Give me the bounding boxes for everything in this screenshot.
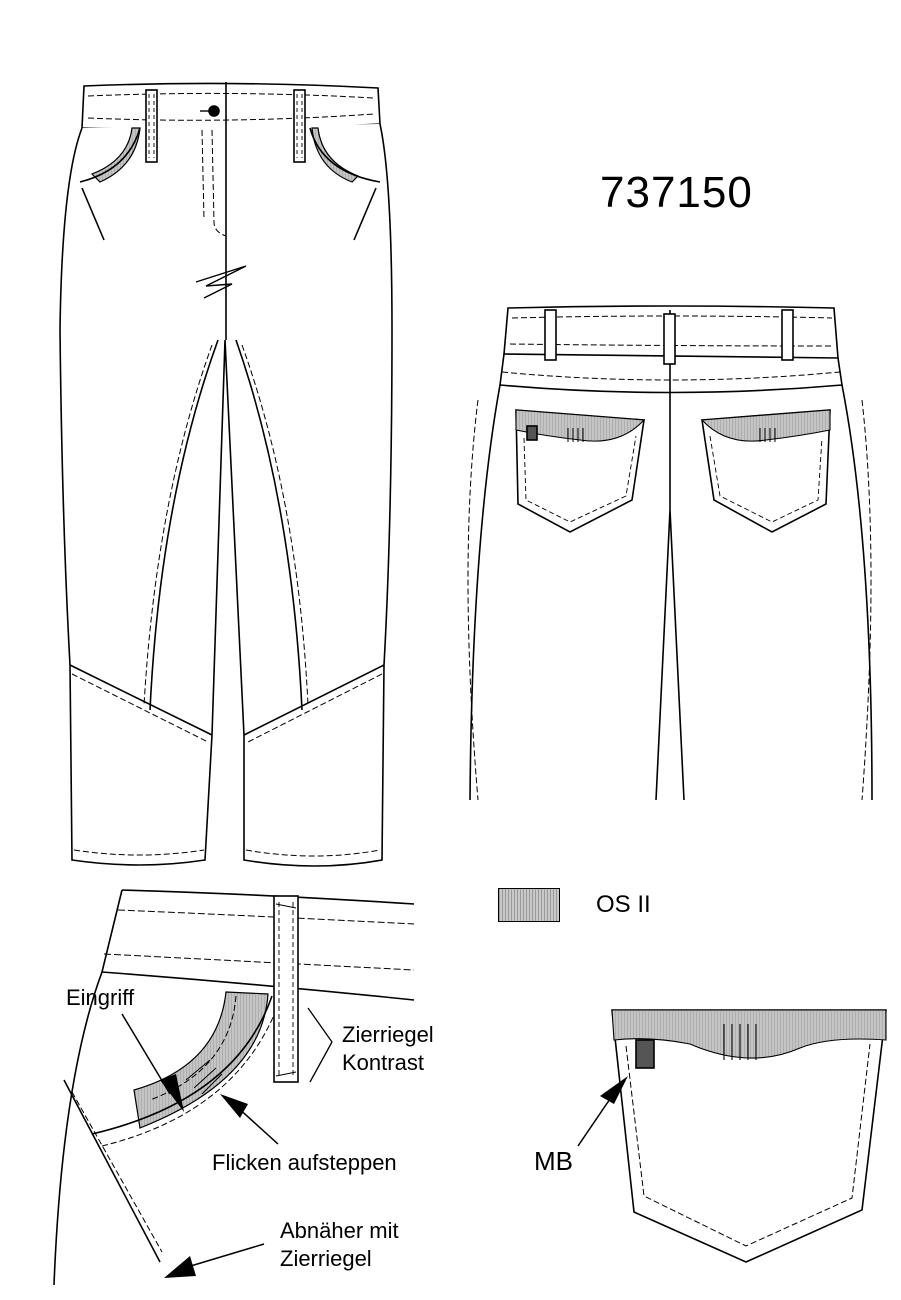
- callout-eingriff: Eingriff: [66, 985, 135, 1010]
- back-belt-loop-left: [544, 309, 557, 361]
- callout-abnaeher-line2: Zierriegel: [280, 1246, 372, 1271]
- callout-zierriegel-line1: Zierriegel: [342, 1022, 434, 1047]
- detail-back-pocket: [577, 1009, 887, 1263]
- detail-contrast-patch: [133, 991, 269, 1129]
- callout-flicken: Flicken aufsteppen: [212, 1150, 397, 1175]
- mb-label-patch: [635, 1039, 655, 1069]
- front-button: [208, 105, 220, 117]
- detail-belt-loop: [273, 895, 299, 1083]
- back-belt-loop-mid: [663, 313, 676, 365]
- front-belt-loop-left: [145, 89, 158, 163]
- callout-zierriegel-line2: Kontrast: [342, 1050, 424, 1075]
- front-pocket-right: [311, 127, 360, 183]
- back-silhouette: [469, 384, 873, 801]
- style-number: 737150: [600, 168, 753, 217]
- callout-abnaeher-line1: Abnäher mit: [280, 1218, 399, 1243]
- arrow-abnaeher: [183, 1243, 265, 1269]
- fabric-swatch-os2: [498, 888, 560, 922]
- front-belt-loop-right: [293, 89, 306, 163]
- back-belt-loop-right: [781, 309, 794, 361]
- front-view: [59, 82, 393, 867]
- front-waistband: [81, 82, 381, 131]
- callout-mb: MB: [534, 1146, 573, 1176]
- arrow-mb: [577, 1095, 613, 1147]
- detail-front-pocket: [53, 889, 415, 1286]
- front-silhouette: [59, 123, 393, 867]
- swatch-label: OS II: [596, 891, 651, 918]
- back-view: [467, 305, 873, 801]
